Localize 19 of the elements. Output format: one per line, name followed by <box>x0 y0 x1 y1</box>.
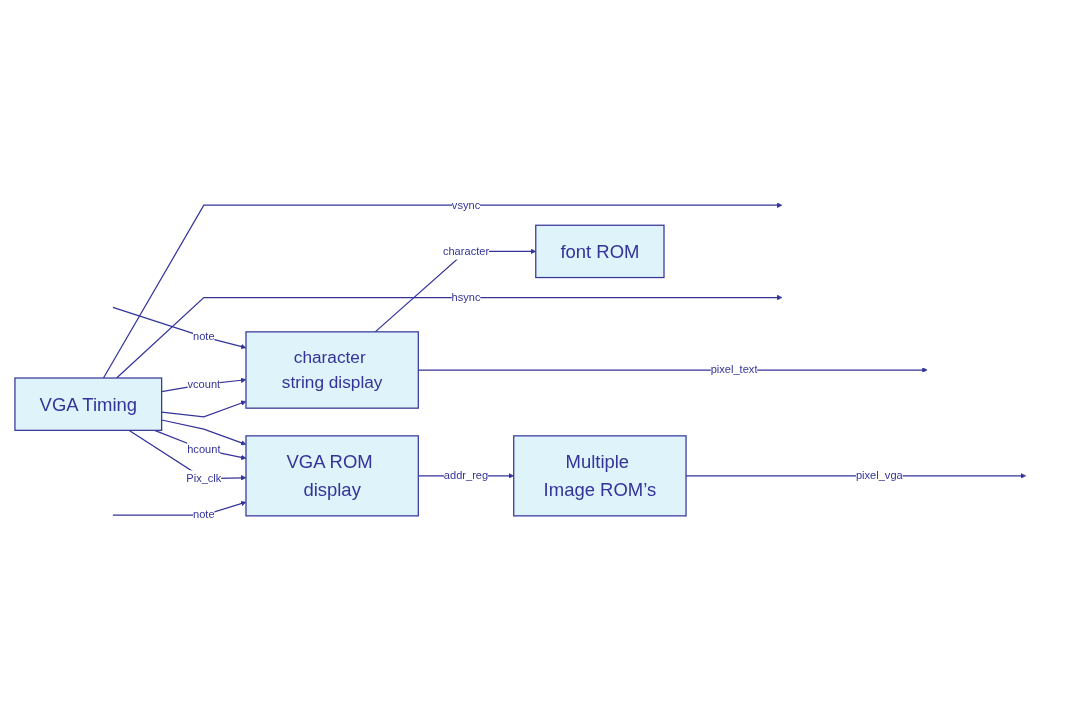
arrow <box>116 294 783 379</box>
edge-label: note <box>193 330 215 343</box>
node-box: Multiple Image ROM’s <box>513 435 687 517</box>
edge-label: addr_reg <box>443 469 489 482</box>
arrow <box>102 202 783 379</box>
node-box: character string display <box>245 331 419 409</box>
edge-label: vcount <box>187 377 221 391</box>
edge-label: vsync <box>451 198 481 211</box>
edge-label: hsync <box>451 290 481 304</box>
edge-label: Pix_clk <box>186 472 222 485</box>
node-box: font ROM <box>535 224 665 278</box>
edge-label: pixel_vga <box>855 469 903 482</box>
edge-label: pixel_text <box>710 363 758 376</box>
node-box: VGA ROM display <box>245 435 419 517</box>
edge-label: hcount <box>187 443 221 456</box>
edge-label: note <box>193 508 215 521</box>
arrow <box>374 248 536 333</box>
node-box: VGA Timing <box>14 377 163 431</box>
edge-label: character <box>442 244 490 258</box>
